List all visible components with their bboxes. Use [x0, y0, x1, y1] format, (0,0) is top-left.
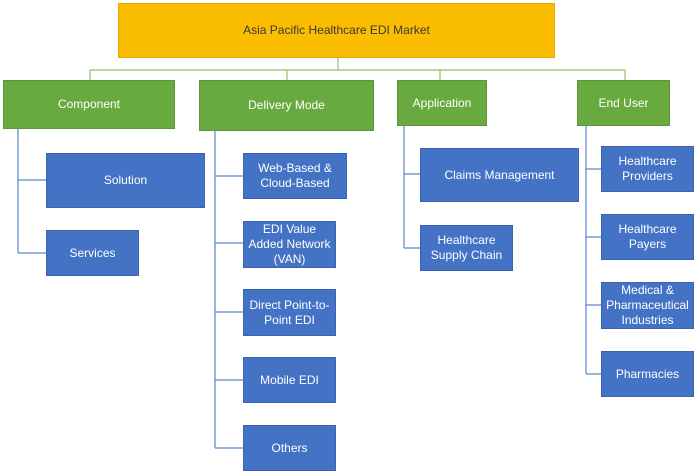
leaf-label: Claims Management: [444, 167, 555, 182]
leaf-medical-pharmaceutical-industries: Medical & Pharmaceutical Industries: [601, 282, 694, 329]
leaf-label: Medical & Pharmaceutical Industries: [606, 283, 689, 327]
leaf-label: Others: [271, 440, 308, 455]
leaf-edi-van: EDI Value Added Network (VAN): [243, 221, 336, 268]
leaf-label: Services: [69, 245, 116, 260]
leaf-label: Healthcare Providers: [618, 154, 677, 183]
category-delivery-mode: Delivery Mode: [199, 80, 374, 131]
leaf-label: EDI Value Added Network (VAN): [248, 222, 331, 266]
leaf-label: Direct Point-to-Point EDI: [249, 297, 330, 327]
leaf-label: Healthcare Supply Chain: [430, 233, 503, 262]
leaf-web-based-cloud-based: Web-Based & Cloud-Based: [243, 153, 347, 199]
leaf-label: Healthcare Payers: [618, 222, 677, 251]
leaf-label: Web-Based & Cloud-Based: [258, 161, 332, 190]
leaf-solution: Solution: [46, 153, 205, 208]
leaf-label: Pharmacies: [615, 366, 680, 381]
connector-application-branches: [404, 173, 420, 249]
leaf-claims-management: Claims Management: [420, 148, 579, 202]
category-component: Component: [3, 80, 175, 129]
category-application: Application: [397, 80, 487, 126]
category-label: Application: [412, 95, 472, 110]
connector-component-branches: [18, 179, 46, 254]
leaf-label: Mobile EDI: [260, 372, 319, 387]
leaf-pharmacies: Pharmacies: [601, 351, 694, 397]
category-label: Component: [57, 97, 121, 111]
category-end-user: End User: [577, 80, 670, 126]
root-node: Asia Pacific Healthcare EDI Market: [118, 3, 555, 58]
leaf-healthcare-supply-chain: Healthcare Supply Chain: [420, 225, 513, 271]
connector-delivery-branches: [215, 175, 243, 449]
leaf-mobile-edi: Mobile EDI: [243, 357, 336, 403]
leaf-services: Services: [46, 230, 139, 276]
leaf-direct-point-to-point-edi: Direct Point-to-Point EDI: [243, 289, 336, 336]
leaf-label: Solution: [103, 173, 148, 187]
leaf-healthcare-providers: Healthcare Providers: [601, 146, 694, 192]
connector-enduser-branches: [586, 168, 601, 375]
root-label: Asia Pacific Healthcare EDI Market: [243, 23, 430, 37]
leaf-others: Others: [243, 425, 336, 471]
category-label: End User: [598, 95, 649, 110]
leaf-healthcare-payers: Healthcare Payers: [601, 214, 694, 260]
category-label: Delivery Mode: [248, 98, 325, 112]
